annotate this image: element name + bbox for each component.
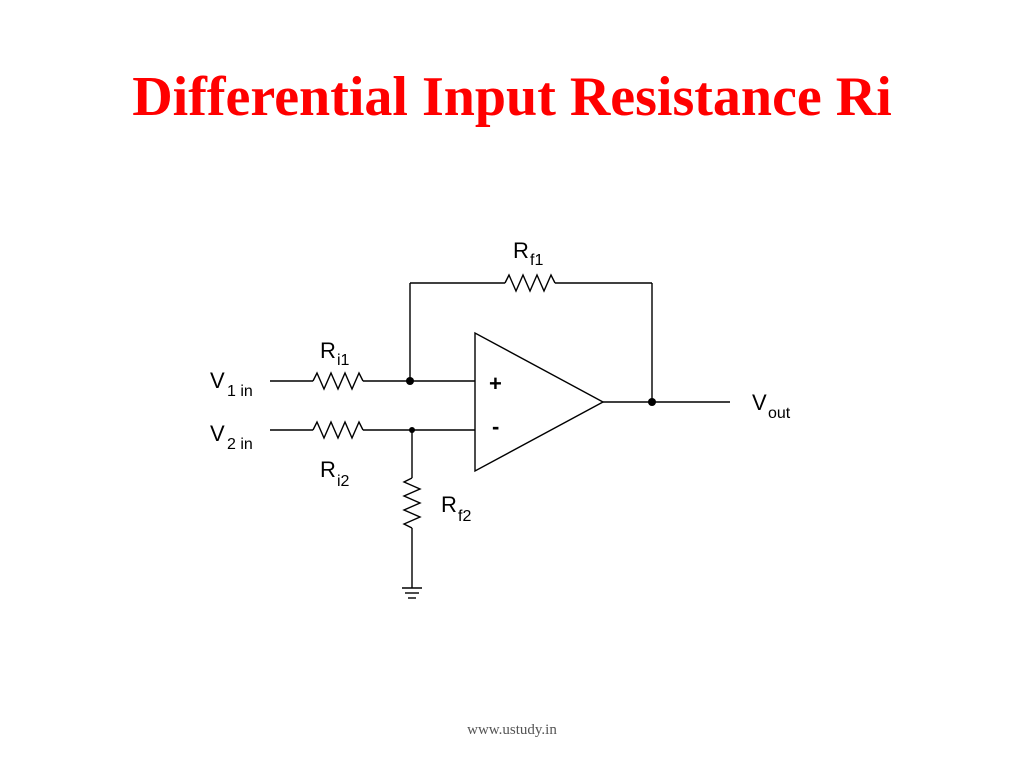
resistor-ri1: [312, 371, 364, 391]
opamp-minus-sign: -: [492, 414, 499, 439]
slide-title: Differential Input Resistance Ri: [132, 66, 892, 128]
label-v2-main: V: [210, 421, 225, 446]
label-v1-sub: 1 in: [227, 383, 253, 400]
feedback-branch: [409, 273, 653, 402]
junction-dot-inverting: [409, 427, 415, 433]
label-vout-main: V: [752, 390, 767, 415]
label-ri2: R i2: [320, 457, 350, 490]
label-ri1: R i1: [320, 338, 350, 369]
opamp-plus-sign: +: [489, 371, 502, 396]
resistor-rf2: [402, 477, 422, 529]
resistor-ri2: [312, 420, 364, 440]
junction-dot-output: [648, 398, 656, 406]
junction-dot-noninverting: [406, 377, 414, 385]
resistor-rf1: [504, 273, 556, 293]
label-v2-in: V 2 in: [210, 421, 253, 453]
ground-branch: [402, 430, 422, 599]
footer-url: www.ustudy.in: [467, 722, 557, 738]
label-rf1-main: R: [513, 238, 529, 263]
label-rf1-sub: f1: [530, 252, 543, 269]
label-vout: V out: [752, 390, 791, 422]
label-ri2-main: R: [320, 457, 336, 482]
label-vout-sub: out: [768, 405, 791, 422]
label-v2-sub: 2 in: [227, 436, 253, 453]
label-v1-in: V 1 in: [210, 368, 253, 400]
label-rf2: R f2: [441, 492, 471, 525]
label-v1-main: V: [210, 368, 225, 393]
label-ri2-sub: i2: [337, 473, 350, 490]
label-rf2-sub: f2: [458, 508, 471, 525]
label-rf1: R f1: [513, 238, 543, 269]
label-ri1-main: R: [320, 338, 336, 363]
opamp-symbol: [474, 331, 605, 473]
input-1-branch: [270, 371, 475, 391]
input-2-branch: [270, 420, 475, 440]
label-rf2-main: R: [441, 492, 457, 517]
label-ri1-sub: i1: [337, 352, 350, 369]
